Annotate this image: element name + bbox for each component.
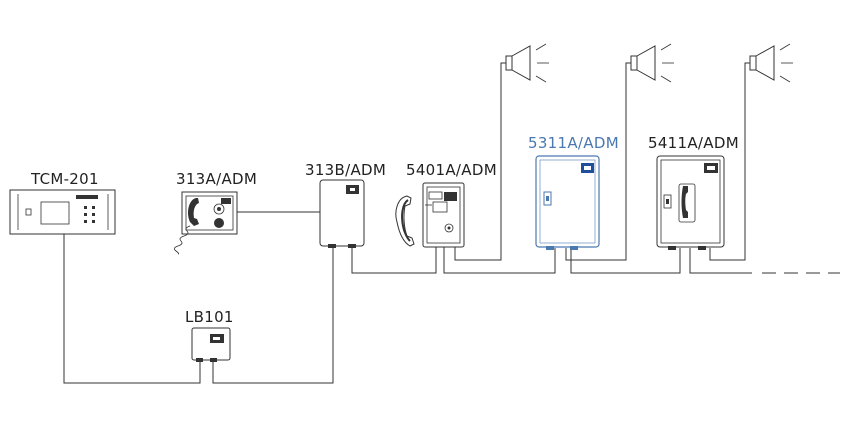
313a-cord [174,225,191,255]
speaker-5411a [749,43,793,83]
wire-5401a-5311a [443,247,556,274]
lb101-unit: LB101 [185,308,234,362]
tcm-201-brand [76,195,98,199]
tcm-201-label: TCM-201 [30,170,99,188]
speaker-5401a [505,43,549,83]
5401a-adm-label: 5401A/ADM [406,161,497,179]
5401a-adm-unit: 5401A/ADM [395,161,497,248]
speaker-icon [630,43,674,83]
5411a-adm-label: 5411A/ADM [648,134,739,152]
wire-tcm-lb101 [63,234,201,384]
speaker-icon [749,43,793,83]
speaker-icon [505,43,549,83]
5311a-adm-label: 5311A/ADM [528,134,619,152]
5311a-adm-unit: 5311A/ADM [528,134,619,250]
handset-icon [188,198,199,226]
wiring [63,62,840,384]
badge-icon [444,192,457,201]
313a-adm-unit: 313A/ADM [174,170,257,255]
badge-icon [221,198,231,204]
wire-lb101-313b [212,246,334,384]
speaker-5311a [630,43,674,83]
lb101-label: LB101 [185,308,234,326]
5411a-adm-unit: 5411A/ADM [648,134,739,250]
5411a-adm-panel [656,155,725,248]
handset-icon [678,183,696,223]
313b-adm-unit: 313B/ADM [305,161,386,248]
313b-adm-label: 313B/ADM [305,161,386,179]
tcm-201-screen [40,201,70,225]
wire-5401a-speaker [454,62,506,261]
wire-5411a-speaker [709,62,750,261]
lb101-panel [191,327,231,361]
5311a-adm-panel [535,155,600,248]
313a-adm-label: 313A/ADM [176,170,257,188]
313b-adm-panel [319,179,365,247]
handset-icon [395,195,415,247]
wire-5411a-continue [689,248,752,274]
wire-313b-5401a [351,246,437,274]
wire-5311a-speaker [565,62,631,261]
tcm-201-unit: TCM-201 [9,170,116,235]
